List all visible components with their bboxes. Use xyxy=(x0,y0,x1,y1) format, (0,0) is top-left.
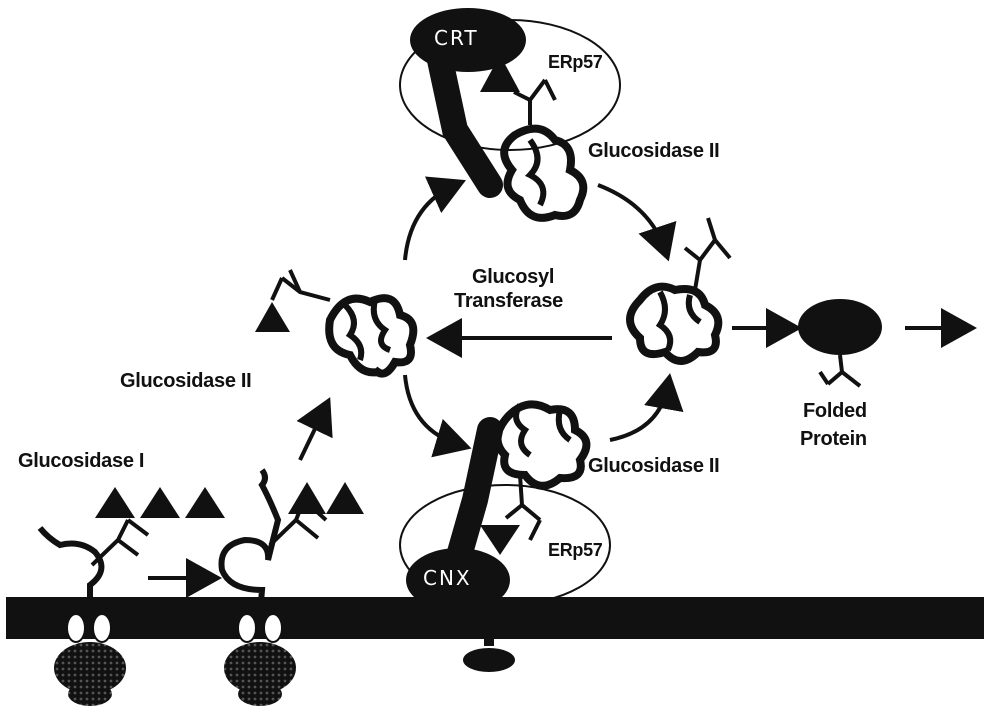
glucose-triangle-icon-3 xyxy=(255,302,290,332)
cnx-tail xyxy=(463,648,515,672)
glucosidase-i-label: Glucosidase I xyxy=(18,450,144,473)
arrow-icon-5 xyxy=(598,185,665,250)
glycan-branch-icon-1 xyxy=(92,520,148,565)
protein-coil-icon-right xyxy=(630,287,718,361)
glucosidase-ii-left-label: Glucosidase II xyxy=(120,370,251,393)
protein-coil-icon-crt xyxy=(504,129,583,218)
cnx-label: CNX xyxy=(423,566,472,590)
glucose-triangle-icon-set-2 xyxy=(288,482,364,514)
glucosyl-transferase-label-line1: Glucosyl xyxy=(472,266,554,289)
glucose-triangle-icon-5 xyxy=(480,525,520,555)
glycan-branch-icon-6 xyxy=(685,218,730,290)
arrow-icon-2 xyxy=(300,408,325,460)
protein-coil-icon-cnx xyxy=(498,404,587,485)
nascent-chain-2 xyxy=(221,470,278,615)
glucose-triangle-icon-set-1 xyxy=(95,487,225,518)
crt-arm xyxy=(440,60,490,185)
er-membrane xyxy=(6,597,984,639)
protein-coil-icon-left xyxy=(329,298,413,373)
arrow-icon-3 xyxy=(405,185,455,260)
arrow-icon-6 xyxy=(610,385,668,440)
glucosidase-ii-bottom-label: Glucosidase II xyxy=(588,455,719,478)
folded-protein-label-line2: Protein xyxy=(800,428,867,451)
glycan-branch-icon-3 xyxy=(272,270,330,300)
cnx-anchor xyxy=(484,610,494,646)
glucosyl-transferase-label-line2: Transferase xyxy=(454,290,563,313)
glycan-branch-icon-4 xyxy=(514,80,555,125)
folded-protein-label-line1: Folded xyxy=(803,400,867,423)
erp57-top-label: ERp57 xyxy=(548,52,603,73)
glycan-branch-icon-7 xyxy=(820,355,860,386)
erp57-bottom-label: ERp57 xyxy=(548,540,603,561)
cnx-arm xyxy=(455,430,490,570)
arrow-icon-4 xyxy=(405,375,460,445)
crt-label: CRT xyxy=(434,26,479,50)
crt-complex xyxy=(400,8,620,218)
glucosidase-ii-top-label: Glucosidase II xyxy=(588,140,719,163)
folded-protein-icon xyxy=(798,299,882,355)
